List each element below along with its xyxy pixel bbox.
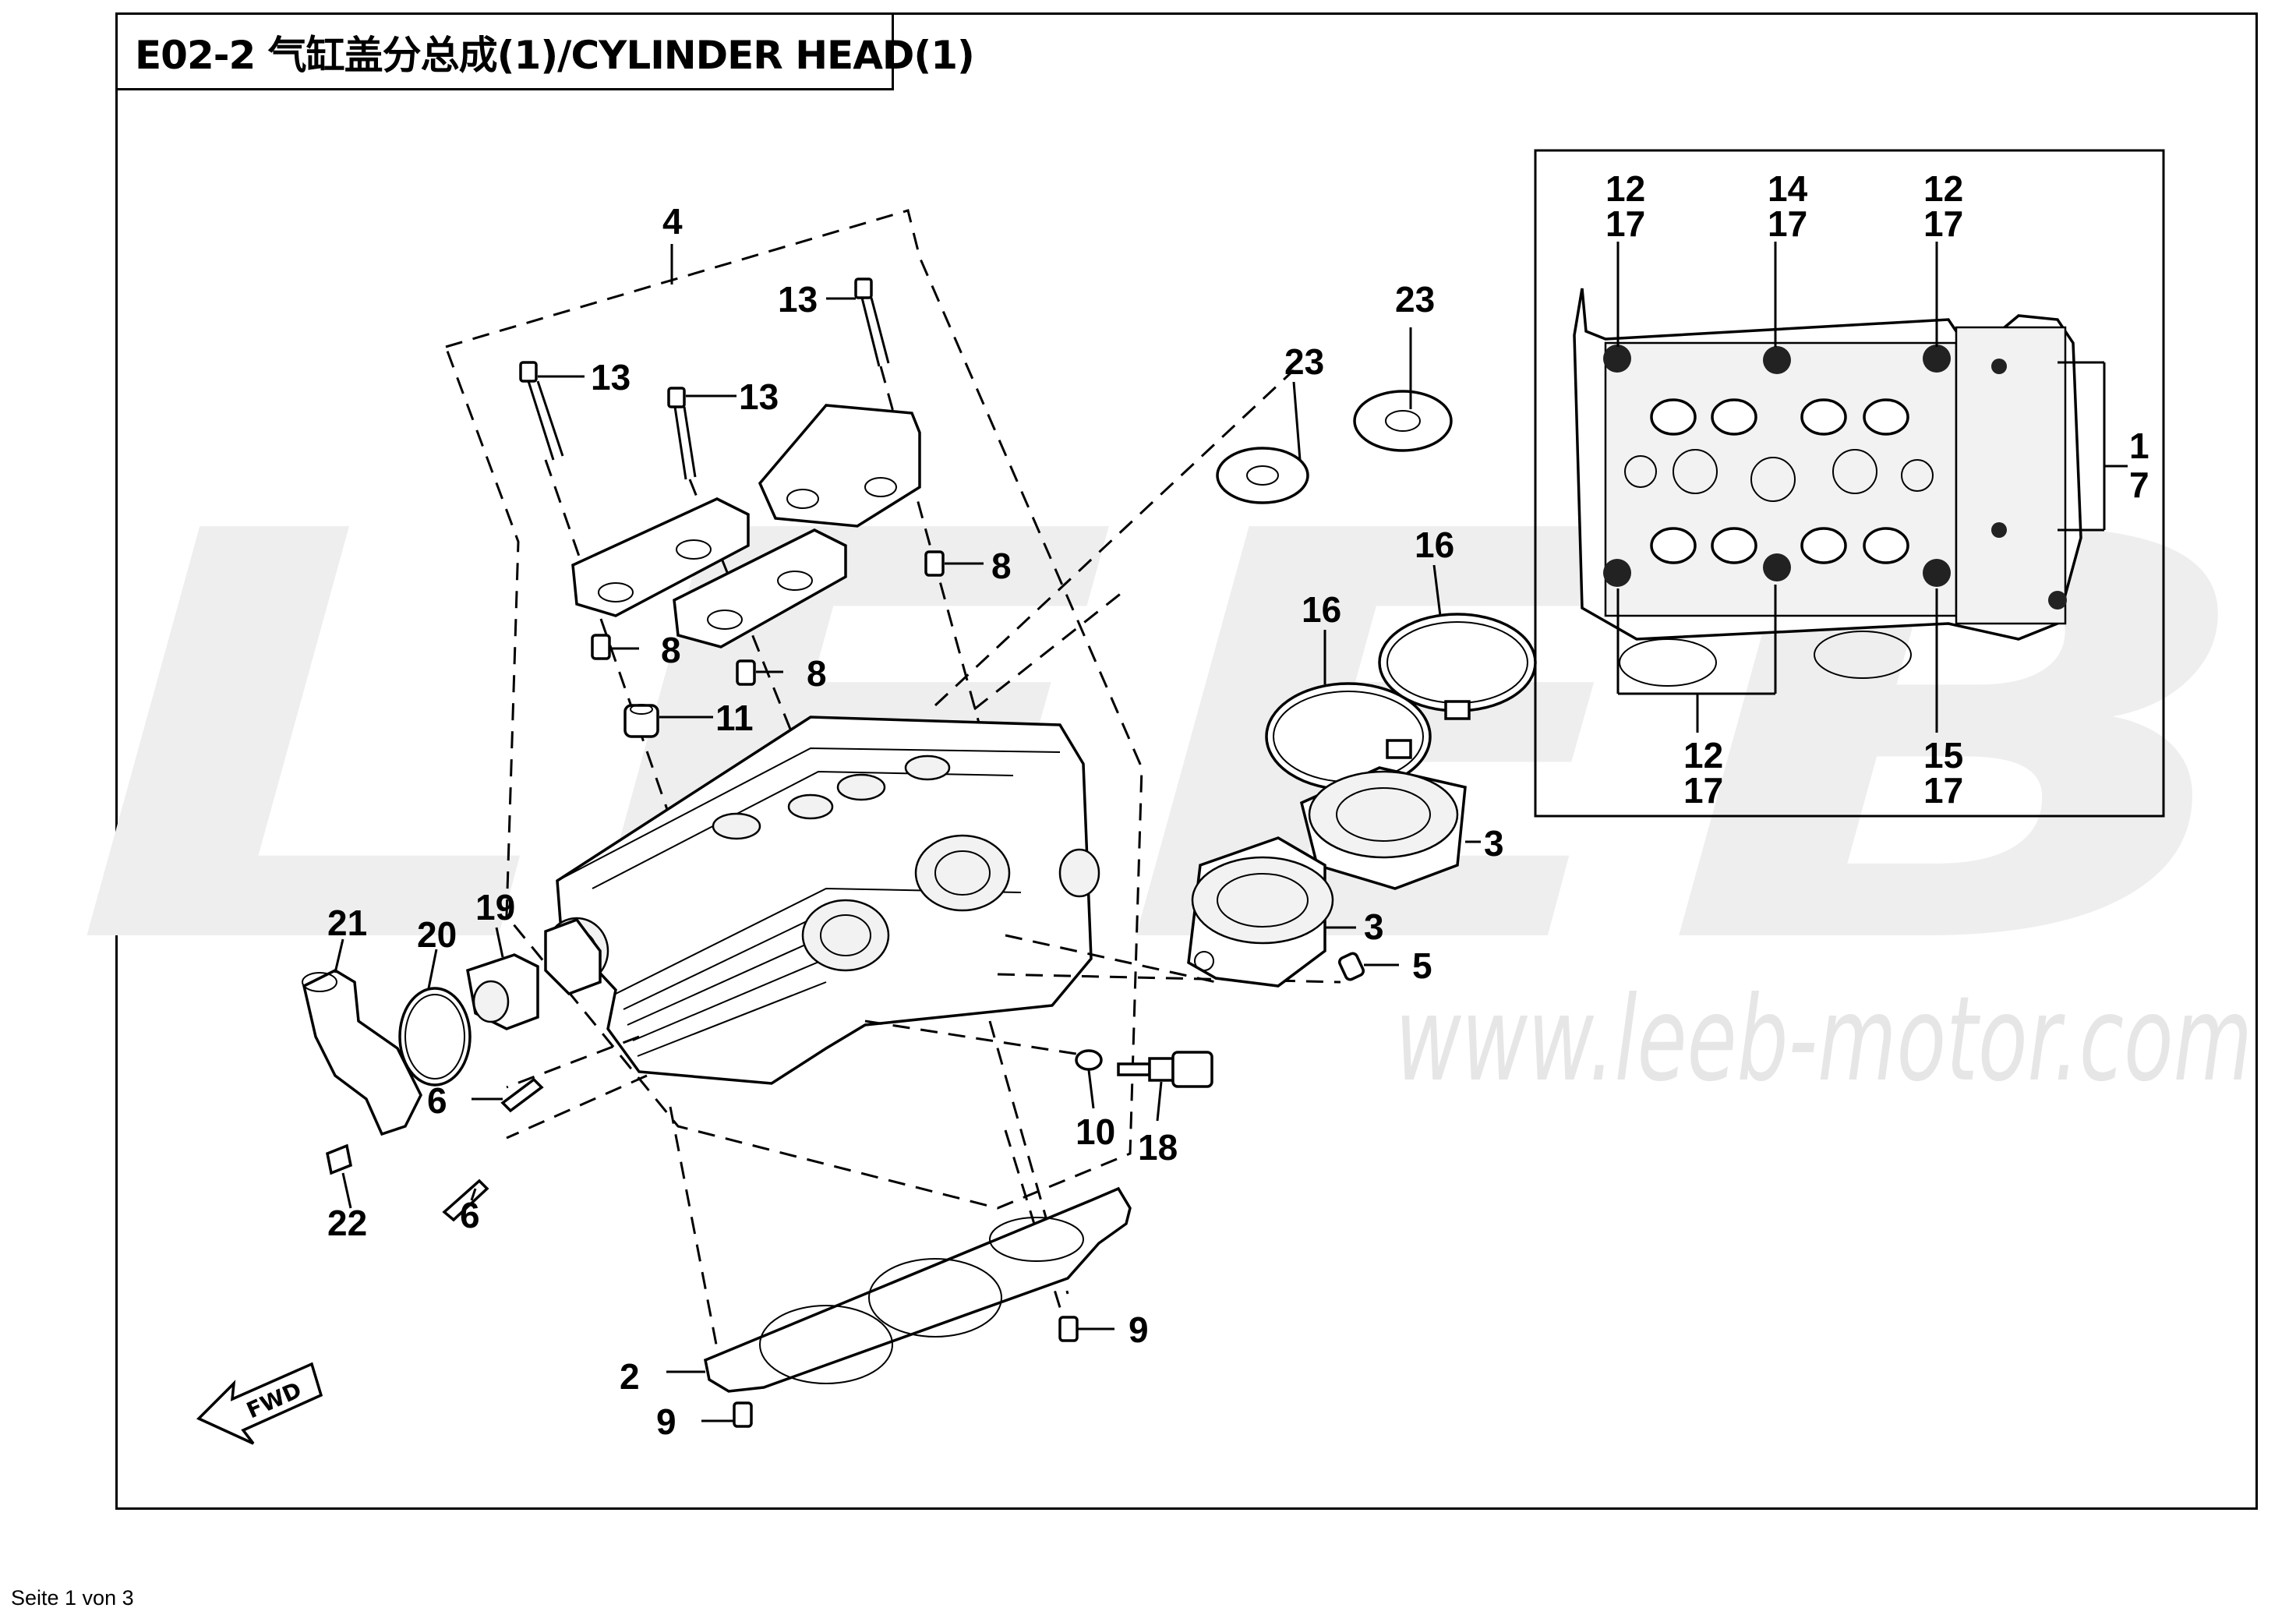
callout-21: 21 (327, 903, 367, 943)
cylinder-head-body (544, 716, 1100, 1085)
cam-cap-middle (673, 528, 847, 648)
washer-10 (1075, 1049, 1103, 1071)
callout-11: 11 (715, 698, 754, 738)
inset-box: 12 17 14 17 12 17 1 7 12 17 15 17 (1534, 149, 2165, 818)
callout-16: 16 (1415, 525, 1454, 565)
callout-18: 18 (1138, 1127, 1178, 1168)
callout-23: 23 (1395, 279, 1435, 320)
bolt-5 (1338, 952, 1365, 981)
stud-6-b (442, 1179, 489, 1222)
inset-callout-bottom-2a: 15 (1923, 735, 1963, 776)
inset-head-bolts (1603, 345, 2067, 610)
page-footer: Seite 1 von 3 (11, 1586, 134, 1610)
callout-9: 9 (1129, 1309, 1149, 1350)
callouts: 4 13 13 13 8 8 8 11 23 23 16 16 3 3 5 19… (327, 201, 1504, 1442)
inset-callout-top-1a: 12 (1605, 168, 1645, 209)
seal-11 (623, 704, 659, 738)
head-group-dashed-boundary (444, 209, 1143, 1210)
inset-callout-bottom-1a: 12 (1683, 735, 1723, 776)
bolt-13-b (667, 387, 697, 480)
thermostat-gasket (544, 917, 602, 996)
callout-3: 3 (1364, 906, 1384, 947)
inset-callout-side-b: 7 (2129, 465, 2149, 505)
callout-6: 6 (427, 1080, 447, 1121)
callout-23: 23 (1284, 341, 1324, 382)
inset-callout-top-2b: 17 (1768, 203, 1807, 244)
inset-callout-side-a: 1 (2129, 426, 2149, 466)
callout-8: 8 (991, 546, 1012, 586)
title-box: E02-2 气缸盖分总成(1)/CYLINDER HEAD(1) (115, 12, 975, 90)
callout-2: 2 (620, 1356, 640, 1397)
inset-callout-bottom-1b: 17 (1683, 770, 1723, 811)
cam-cap-right (758, 404, 921, 528)
fwd-arrow-icon: FWD (196, 1362, 323, 1445)
dowel-9-a (1058, 1316, 1079, 1342)
o-ring-20 (398, 987, 472, 1087)
bolt-13-c (854, 277, 890, 367)
callout-13: 13 (591, 357, 631, 398)
bolt-13-a (519, 361, 564, 461)
inset-callout-top-1b: 17 (1605, 203, 1645, 244)
callout-13: 13 (778, 279, 818, 320)
intake-manifold-3-b (1187, 836, 1334, 988)
stud-6-a (500, 1077, 544, 1113)
callout-4: 4 (662, 201, 683, 242)
diagram-frame (115, 12, 2258, 1510)
inset-head-drawing (1573, 288, 2082, 687)
washer-23-b (1353, 390, 1453, 452)
callout-22: 22 (327, 1203, 367, 1243)
callout-8: 8 (807, 653, 827, 694)
inset-callout-top-2a: 14 (1768, 168, 1808, 209)
callout-16: 16 (1302, 589, 1341, 630)
cam-cap-left (571, 497, 750, 617)
dowel-8-b (591, 634, 611, 660)
dowel-8-c (736, 659, 756, 686)
callout-19: 19 (475, 887, 515, 928)
callout-10: 10 (1076, 1111, 1115, 1152)
watermark-url: www.leeb-motor.com (1395, 972, 2252, 1108)
callout-20: 20 (417, 914, 457, 955)
callout-3: 3 (1484, 823, 1504, 864)
callout-8: 8 (661, 630, 681, 670)
sensor-18 (1117, 1051, 1213, 1088)
water-outlet-21 (302, 969, 422, 1136)
callout-5: 5 (1412, 945, 1432, 986)
bolt-22 (325, 1143, 353, 1175)
callout-9: 9 (656, 1401, 676, 1442)
inset-callout-bottom-2b: 17 (1923, 770, 1963, 811)
inset-valve-springs (1650, 398, 1909, 564)
page-title: E02-2 气缸盖分总成(1)/CYLINDER HEAD(1) (135, 33, 975, 78)
clamp-16-b (1378, 613, 1537, 720)
head-gasket-2 (704, 1186, 1132, 1393)
callout-6: 6 (460, 1195, 480, 1235)
inset-callout-top-3b: 17 (1923, 203, 1963, 244)
washer-23-a (1216, 447, 1309, 504)
callout-13: 13 (739, 376, 779, 417)
inset-callout-top-3a: 12 (1923, 168, 1963, 209)
dowel-8-a (924, 550, 945, 577)
intake-manifold-3-a (1299, 766, 1467, 890)
thermostat-19 (466, 953, 539, 1030)
dowel-9-b (733, 1401, 753, 1428)
